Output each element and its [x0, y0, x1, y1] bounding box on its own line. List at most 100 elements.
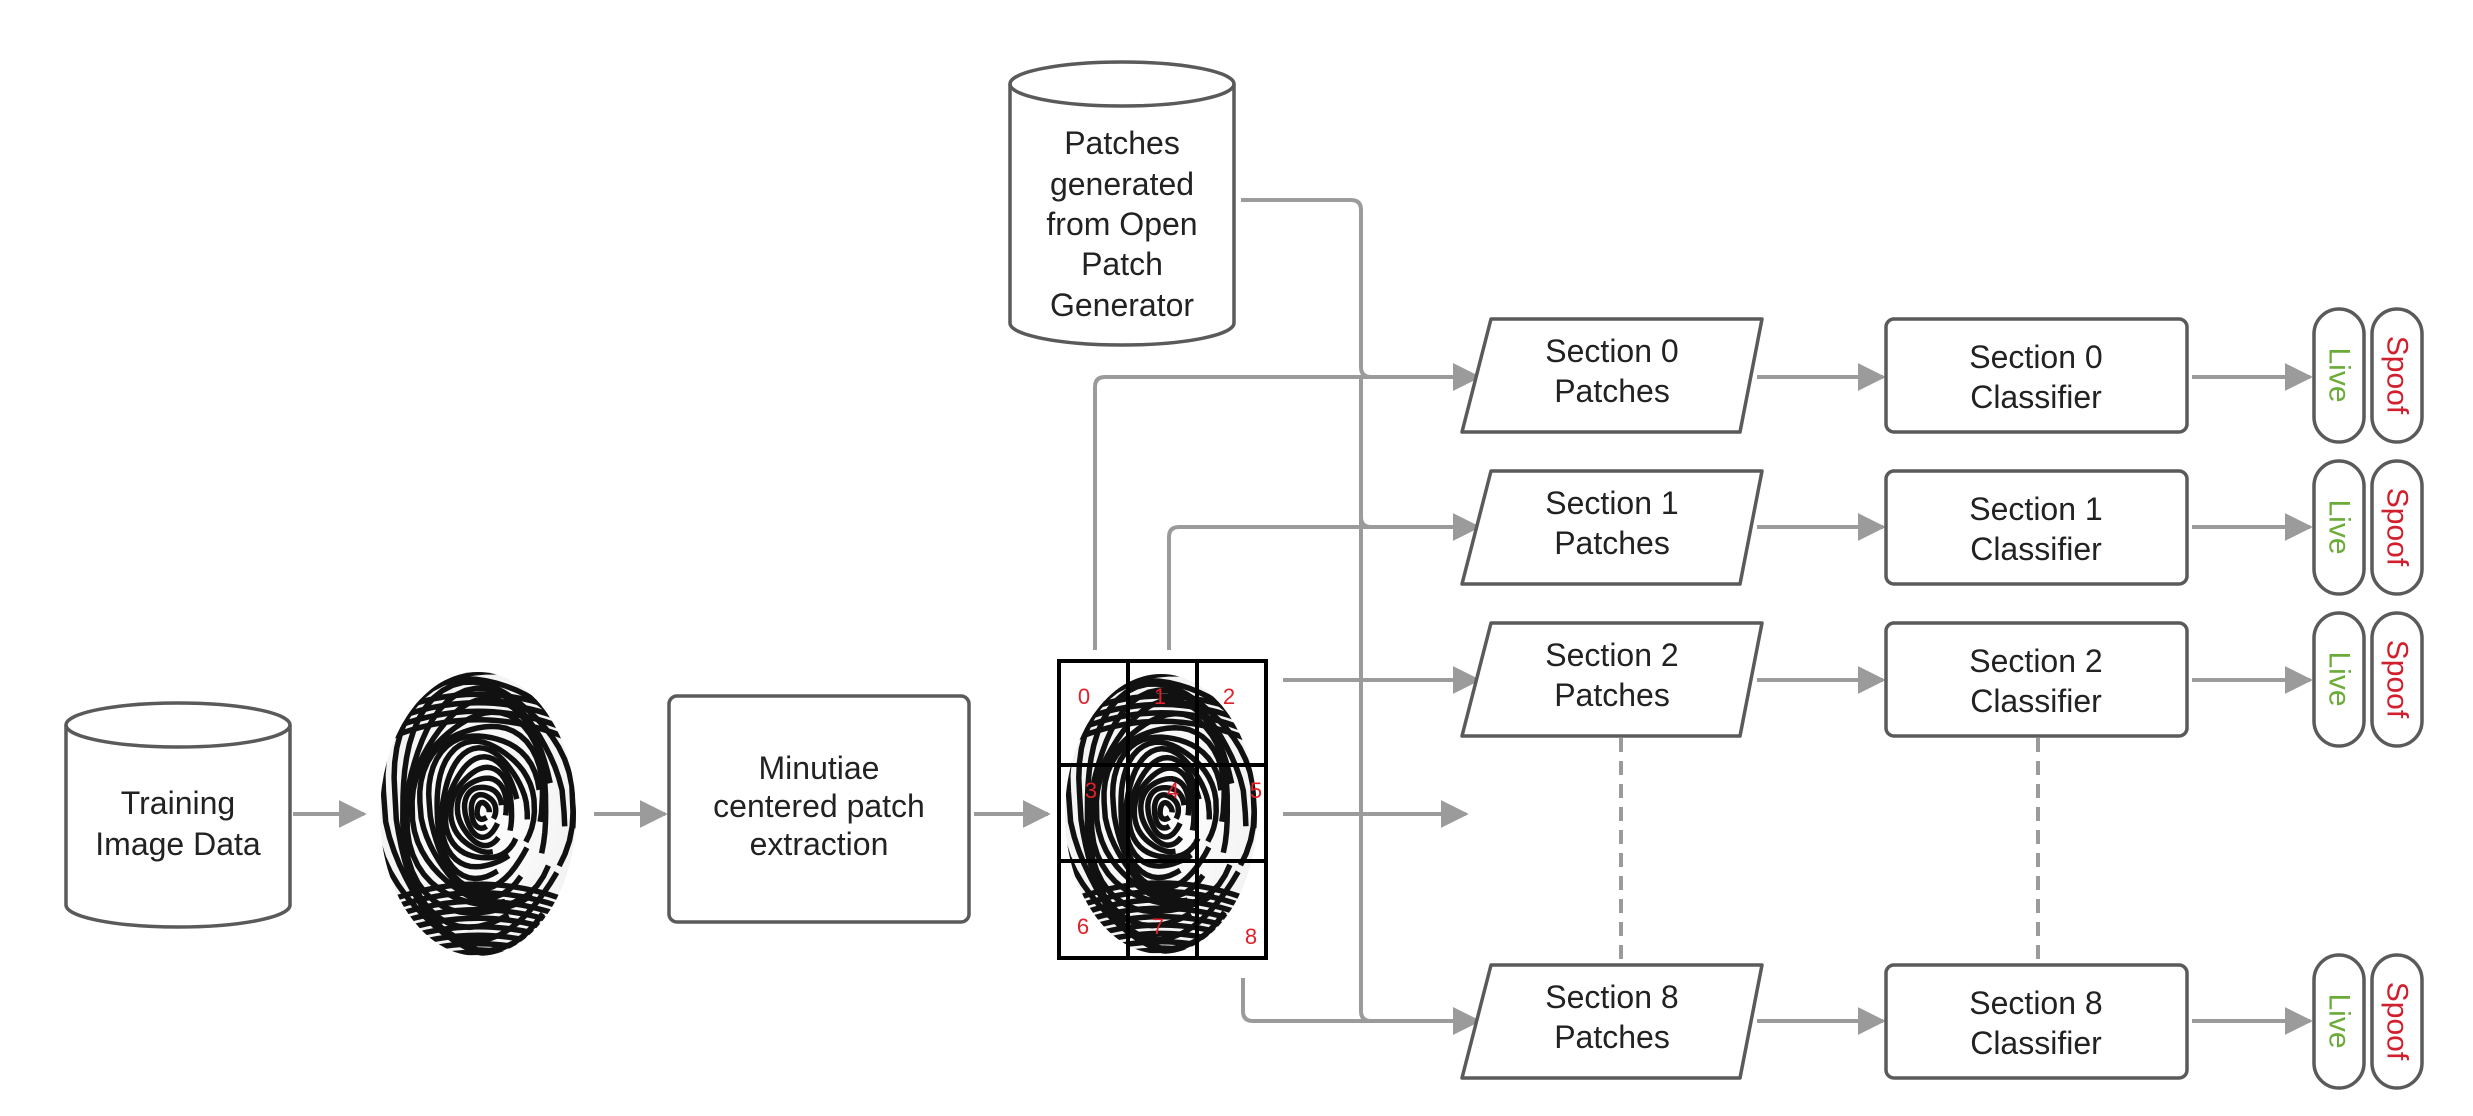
- arrow-grid-cell-8-to-section-8: [1241, 978, 1481, 1035]
- minutiae-box: [667, 694, 971, 924]
- fingerprint-ridge: [1093, 710, 1231, 905]
- fingerprint-ridge: [442, 754, 520, 861]
- fingerprint-ridge: [1065, 959, 1257, 979]
- section-8-classifier-label-line-2: Classifier: [1970, 1025, 2102, 1061]
- section-8-patches-box: [1460, 963, 1764, 1080]
- arrow-grid-cell-1-to-section-1: [1167, 513, 1481, 650]
- section-0-classifier-label-line-1: Section 0: [1969, 339, 2102, 375]
- training-image-data-database: Training Image Data: [64, 701, 292, 929]
- section-8-live-pill: [2312, 953, 2366, 1090]
- section-0-row: Section 0 Patches Section 0 Classifier L…: [1460, 307, 2424, 444]
- section-0-classifier-label-line-2: Classifier: [1970, 379, 2102, 415]
- grid-section-label-2: 2: [1223, 684, 1235, 709]
- section-1-classifier-box: [1884, 469, 2189, 586]
- section-0-classifier-box: [1884, 317, 2189, 434]
- fingerprint-ridge: [1065, 888, 1257, 914]
- grid-outer-border: [1057, 659, 1268, 960]
- grid-section-label-8: 8: [1245, 924, 1257, 949]
- connectors: [293, 198, 2313, 1035]
- fingerprint-ridge: [448, 764, 515, 856]
- section-2-row: Section 2 Patches Section 2 Classifier L…: [1460, 611, 2424, 748]
- section-8-spoof-pill: [2370, 953, 2424, 1090]
- section-2-patches-label-line-1: Section 2: [1545, 637, 1678, 673]
- arrow-grid-cell-0-to-section-0: [1093, 363, 1481, 650]
- patches-db-label-line-2: generated: [1050, 166, 1194, 202]
- fingerprint-ridge: [380, 717, 576, 745]
- fingerprint-ridge: [454, 775, 510, 849]
- grid-section-label-3: 3: [1085, 778, 1097, 803]
- section-0-patches-box: [1460, 317, 1764, 434]
- grid-section-label-6: 6: [1077, 914, 1089, 939]
- fingerprint-ridge: [1131, 765, 1197, 855]
- training-db-rim: [64, 724, 292, 749]
- minutiae-label-line-3: extraction: [750, 826, 889, 862]
- patches-db-label-line-3: from Open: [1046, 206, 1197, 242]
- fingerprint-ridge: [380, 889, 576, 916]
- section-1-spoof-label: Spoof: [2381, 488, 2414, 567]
- fingerprint-ridge: [474, 799, 493, 822]
- section-8-row: Section 8 Patches Section 8 Classifier L…: [1460, 953, 2424, 1090]
- training-db-label-line-1: Training: [121, 785, 235, 821]
- training-db-label-line-2: Image Data: [95, 826, 261, 862]
- fingerprint-image: [380, 672, 576, 981]
- section-8-live-label: Live: [2323, 993, 2356, 1048]
- section-8-classifier-label-line-1: Section 8: [1969, 985, 2102, 1021]
- minutiae-label-line-1: Minutiae: [759, 750, 880, 786]
- fingerprint-ridge: [425, 733, 542, 893]
- fingerprint-ridge: [380, 881, 576, 907]
- fingerprint-ridge: [1065, 947, 1257, 954]
- section-1-patches-label-line-1: Section 1: [1545, 485, 1678, 521]
- section-1-spoof-pill: [2370, 459, 2424, 596]
- section-0-patches-label-line-1: Section 0: [1545, 333, 1678, 369]
- section-2-spoof-pill: [2370, 611, 2424, 748]
- section-1-classifier-label-line-2: Classifier: [1970, 531, 2102, 567]
- fingerprint-ridge: [461, 784, 505, 841]
- fingerprint-ridge: [1109, 734, 1224, 892]
- open-patch-generator-database: Patches generated from Open Patch Genera…: [1008, 60, 1236, 347]
- section-1-live-label: Live: [2323, 499, 2356, 554]
- patches-db-label-line-5: Generator: [1050, 287, 1194, 323]
- fingerprint-ridge: [434, 738, 538, 882]
- section-1-patches-box: [1460, 469, 1764, 586]
- section-2-classifier-box: [1884, 621, 2189, 738]
- grid-section-label-0: 0: [1078, 684, 1090, 709]
- fingerprint-ridge: [1118, 739, 1219, 881]
- grid-section-label-7: 7: [1152, 914, 1164, 939]
- section-2-patches-label-line-2: Patches: [1554, 677, 1670, 713]
- arrow-patches-db-to-section-0: [1241, 198, 1481, 391]
- section-1-classifier-label-line-1: Section 1: [1969, 491, 2102, 527]
- section-0-spoof-label: Spoof: [2381, 336, 2414, 415]
- fingerprint-ridge: [1145, 785, 1187, 840]
- section-0-spoof-pill: [2370, 307, 2424, 444]
- section-2-patches-box: [1460, 621, 1764, 738]
- patches-db-label-line-1: Patches: [1064, 125, 1180, 161]
- section-1-live-pill: [2312, 459, 2366, 596]
- fingerprint-ridge: [1065, 710, 1257, 738]
- grid-section-label-4: 4: [1167, 778, 1179, 803]
- fingerprint-ridge: [438, 745, 531, 870]
- section-2-spoof-label: Spoof: [2381, 640, 2414, 719]
- sectioned-fingerprint-grid: 0 1 2 3 4 5 6 7 8: [1057, 659, 1268, 979]
- fingerprint-ridge: [1065, 718, 1257, 746]
- section-2-classifier-label-line-2: Classifier: [1970, 683, 2102, 719]
- fingerprint-ridge: [468, 791, 499, 831]
- section-1-row: Section 1 Patches Section 1 Classifier L…: [1460, 459, 2424, 596]
- patches-db-rim: [1008, 83, 1236, 108]
- section-0-patches-label-line-2: Patches: [1554, 373, 1670, 409]
- section-8-patches-label-line-1: Section 8: [1545, 979, 1678, 1015]
- fingerprint-ridge: [1151, 792, 1182, 831]
- fingerprint-ridge: [1138, 775, 1192, 848]
- arrow-patches-db-trunk: [1359, 377, 1481, 1035]
- section-0-live-pill: [2312, 307, 2366, 444]
- section-8-patches-label-line-2: Patches: [1554, 1019, 1670, 1055]
- fingerprint-ridge: [409, 709, 549, 906]
- section-2-live-label: Live: [2323, 651, 2356, 706]
- section-2-classifier-label-line-1: Section 2: [1969, 643, 2102, 679]
- fingerprint-ridge: [380, 961, 576, 981]
- section-0-live-label: Live: [2323, 347, 2356, 402]
- section-2-live-pill: [2312, 611, 2366, 748]
- patches-db-label-line-4: Patch: [1081, 246, 1163, 282]
- section-8-classifier-box: [1884, 963, 2189, 1080]
- grid-section-label-1: 1: [1154, 684, 1166, 709]
